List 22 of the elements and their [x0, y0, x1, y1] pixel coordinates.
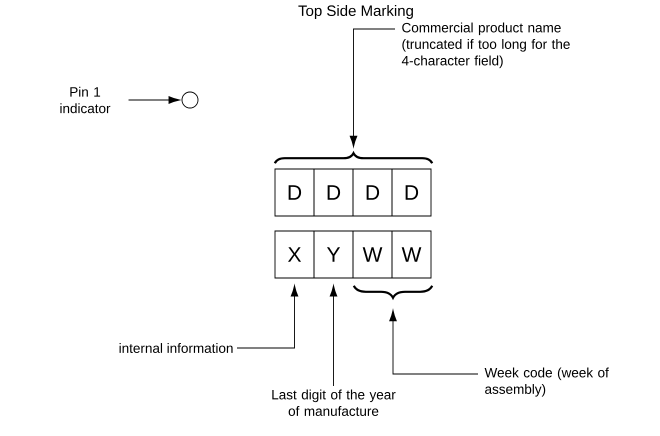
- brace: [274, 152, 434, 164]
- leader-line: [236, 285, 298, 348]
- brace: [352, 285, 434, 299]
- marking-cell: D: [274, 168, 314, 216]
- title: Top Side Marking: [298, 5, 413, 19]
- marking-cell: D: [352, 168, 392, 216]
- leader-line: [128, 96, 180, 104]
- pin-indicator: [182, 92, 198, 108]
- callout-text: Commercial product name (truncated if too long for the 4-character field): [402, 22, 570, 68]
- pin-label: Pin 1 indicator: [60, 86, 110, 114]
- marking-cell: D: [392, 168, 432, 216]
- marking-cell: Y: [314, 230, 354, 278]
- marking-cell: X: [274, 230, 314, 278]
- callout-text: Week code (week of assembly): [484, 368, 609, 397]
- marking-cell: W: [392, 230, 432, 278]
- leader-line: [389, 310, 478, 374]
- callout-text: internal information: [120, 343, 233, 353]
- marking-cell: D: [314, 168, 354, 216]
- leader-line: [350, 28, 396, 148]
- marking-cell: W: [352, 230, 392, 278]
- leader-line: [330, 285, 338, 386]
- callout-text: Last digit of the year of manufacture: [272, 390, 396, 416]
